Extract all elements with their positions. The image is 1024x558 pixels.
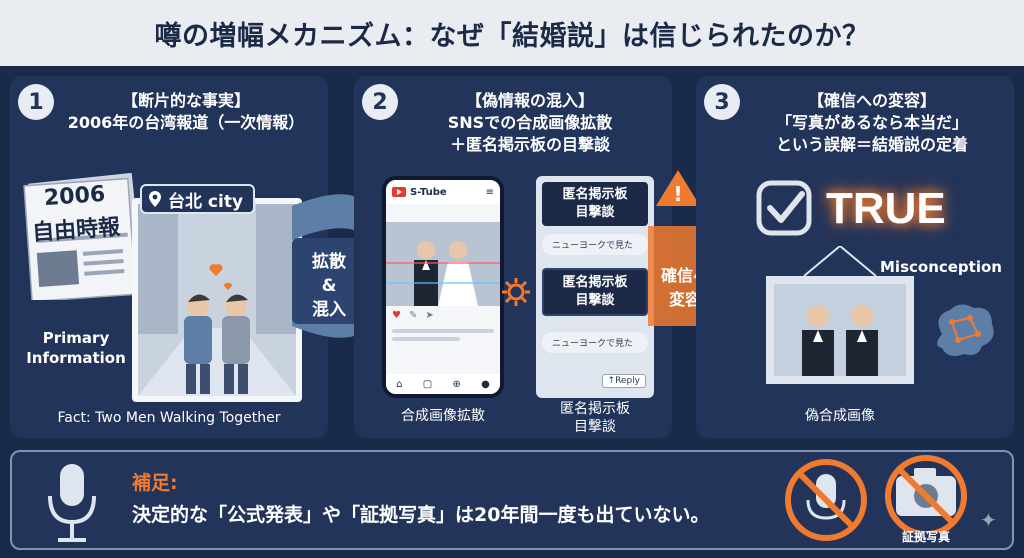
gallery-icon[interactable]: ▢ <box>422 378 433 390</box>
spread-burst-icon <box>502 278 530 306</box>
evidence-photo-label: 証拠写真 <box>901 530 950 544</box>
street-photo <box>132 198 302 402</box>
phone-caption: 合成画像拡散 <box>401 408 485 424</box>
share-icon[interactable]: ➤ <box>425 310 434 321</box>
no-photo-evidence-icon <box>885 455 967 532</box>
page-title: 噂の増幅メカニズム：なぜ「結婚説」は信じられたのか？ <box>154 20 870 52</box>
photo-caption: 偽合成画像 <box>805 408 875 424</box>
board-highlight-post: 匿名掲示板 目撃談 <box>542 268 648 316</box>
panel-misinformation: 2 【偽情報の混入】 SNSでの合成画像拡散 ＋匿名掲示板の目撃談 S-Tube… <box>354 76 672 438</box>
supplement-text: 決定的な「公式発表」や「証拠写真」は20年間一度も出ていない。 <box>132 504 710 526</box>
board-post: ニューヨークで見た <box>542 332 648 353</box>
primary-info-label: Primary Information <box>26 329 126 367</box>
heart-icon[interactable]: ♥ <box>392 310 401 321</box>
menu-icon[interactable]: ≡ <box>485 186 494 198</box>
supplement-bar: 補足: 決定的な「公式発表」や「証拠写真」は20年間一度も出ていない。 証拠写真… <box>10 450 1014 550</box>
step-number-2: 2 <box>362 84 398 120</box>
step-number-3: 3 <box>704 84 740 120</box>
board-caption: 匿名掲示板 目撃談 <box>560 401 630 435</box>
reply-button[interactable]: ↑Reply <box>601 374 646 388</box>
location-pin-icon <box>149 191 161 207</box>
newspaper-name: 自由時報 <box>31 214 121 247</box>
board-header: 匿名掲示板 目撃談 <box>542 182 648 226</box>
misconception-label: Misconception <box>880 258 1002 276</box>
profile-icon[interactable]: ● <box>481 378 490 390</box>
home-icon[interactable]: ⌂ <box>396 378 403 390</box>
newspaper-icon <box>23 172 144 300</box>
board-post: ニューヨークで見た <box>542 234 648 255</box>
svg-text:!: ! <box>673 182 682 206</box>
no-announcement-icon <box>785 459 867 541</box>
true-label: TRUE <box>826 184 946 233</box>
app-header: S-Tube ≡ <box>386 180 500 204</box>
play-logo-icon <box>392 187 406 197</box>
framed-fake-photo <box>766 246 914 384</box>
app-name: S-Tube <box>410 186 447 198</box>
step-number-1: 1 <box>18 84 54 120</box>
supplement-label: 補足: <box>132 472 178 494</box>
wedding-composite-image <box>386 222 500 306</box>
panel1-title: 【断片的な事実】 2006年の台湾報道（一次情報） <box>67 91 305 132</box>
comment-icon[interactable]: ✎ <box>408 310 418 321</box>
phone-mockup: S-Tube ≡ ♥ ✎ ➤ ⌂ ▢ ⊕ ● <box>382 176 504 398</box>
arrow-spread-label: 拡散 & 混入 <box>312 252 346 320</box>
panel-fragmentary-fact: 1 【断片的な事実】 2006年の台湾報道（一次情報） 2006 自由時報 <box>10 76 328 438</box>
sparkle-icon: ✦ <box>980 508 997 532</box>
reaction-row: ♥ ✎ ➤ <box>386 306 500 325</box>
brain-icon <box>937 304 994 356</box>
phone-nav-bar: ⌂ ▢ ⊕ ● <box>386 374 500 394</box>
panel-conviction: 3 【確信への変容】 「写真があるなら本当だ」 という誤解＝結婚説の定着 TRU… <box>696 76 1014 438</box>
fact-caption: Fact: Two Men Walking Together <box>57 410 281 426</box>
location-tag: 台北 city <box>140 184 256 214</box>
title-bar: 噂の増幅メカニズム：なぜ「結婚説」は信じられたのか？ <box>0 0 1024 66</box>
panel2-title: 【偽情報の混入】 SNSでの合成画像拡散 ＋匿名掲示板の目撃談 <box>447 91 613 154</box>
add-icon[interactable]: ⊕ <box>452 378 461 390</box>
panel3-title: 【確信への変容】 「写真があるなら本当だ」 という誤解＝結婚説の定着 <box>775 91 968 154</box>
checkmark-icon <box>756 180 812 236</box>
newspaper-year: 2006 <box>43 181 107 212</box>
microphone-icon <box>48 464 96 542</box>
location-label: 台北 city <box>168 191 244 212</box>
anonymous-board: 匿名掲示板 目撃談 ニューヨークで見た 匿名掲示板 目撃談 ニューヨークで見た … <box>536 176 654 398</box>
